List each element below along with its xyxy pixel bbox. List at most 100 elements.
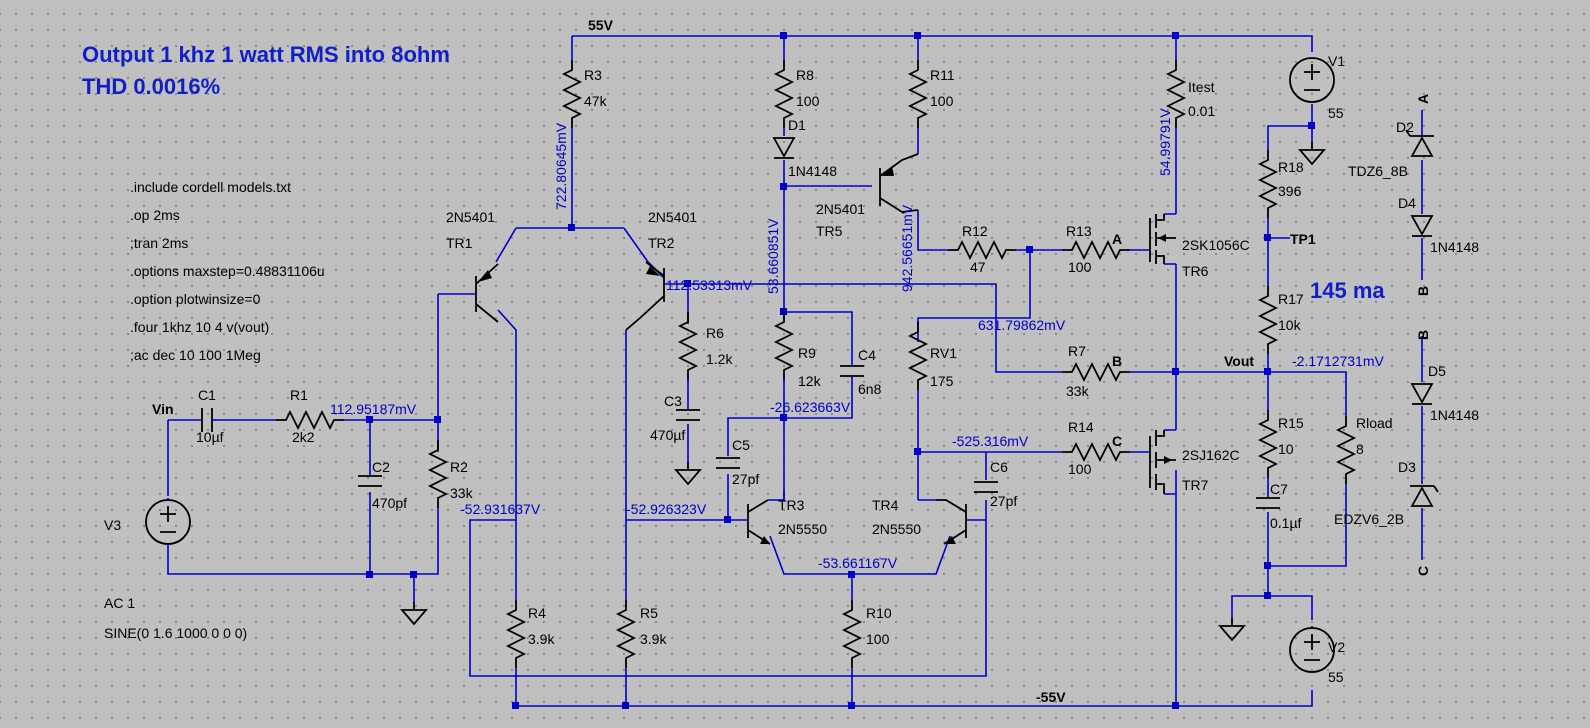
directive-line: .options maxstep=0.48831106u [130, 263, 325, 279]
transistor-tr2[interactable] [625, 261, 665, 331]
resistor-r12[interactable] [947, 241, 1017, 259]
capacitor-c1[interactable] [201, 408, 218, 432]
r14-ref: R14 [1068, 419, 1094, 435]
directive-line: .include cordell models.txt [130, 179, 291, 195]
r6-ref: R6 [706, 325, 724, 341]
resistor-r10[interactable] [843, 599, 861, 669]
d1-value: 1N4148 [788, 163, 837, 179]
diode-d5[interactable] [1410, 383, 1434, 405]
tr1-value: 2N5401 [446, 209, 495, 225]
r18-value: 396 [1278, 183, 1302, 199]
resistor-r2[interactable] [429, 439, 447, 509]
zener-d2[interactable] [1405, 129, 1434, 157]
resistor-r11[interactable] [909, 59, 927, 129]
source-ac-param: AC 1 [104, 595, 135, 611]
capacitor-c2[interactable] [358, 475, 382, 487]
ground-symbol-v2 [1219, 617, 1245, 641]
net-label-d5-b: B [1415, 330, 1431, 340]
d2-ref: D2 [1396, 119, 1414, 135]
r10-value: 100 [866, 631, 890, 647]
resistor-r17[interactable] [1259, 285, 1277, 355]
tr4-value: 2N5550 [872, 521, 921, 537]
r5-value: 3.9k [640, 631, 667, 647]
r4-value: 3.9k [528, 631, 555, 647]
transistor-tr5[interactable] [879, 153, 919, 213]
tr2-ref: TR2 [648, 235, 675, 251]
net-label-c: C [1112, 433, 1122, 449]
c5-value: 27pf [732, 471, 759, 487]
r7-value: 33k [1066, 383, 1090, 399]
resistor-r6[interactable] [679, 311, 697, 381]
zener-d3[interactable] [1410, 485, 1439, 507]
wiring [167, 35, 1423, 707]
d5-value: 1N4148 [1430, 407, 1479, 423]
mosfet-tr7[interactable] [1149, 430, 1176, 494]
r1-value: 2k2 [292, 429, 315, 445]
resistor-rload[interactable] [1337, 415, 1355, 485]
resistor-r9[interactable] [775, 311, 793, 381]
op-value-feedback: 631.79862mV [978, 317, 1066, 333]
rload-ref: Rload [1356, 415, 1393, 431]
v2-ref: V2 [1328, 639, 1345, 655]
r13-value: 100 [1068, 259, 1092, 275]
r14-value: 100 [1068, 461, 1092, 477]
resistor-r3[interactable] [563, 59, 581, 129]
diode-d4[interactable] [1410, 215, 1434, 237]
mosfet-tr6[interactable] [1149, 214, 1176, 264]
tr3-value: 2N5550 [778, 521, 827, 537]
r15-value: 10 [1278, 441, 1294, 457]
op-value-tr1-emitter: -52.931637V [460, 501, 541, 517]
d4-value: 1N4148 [1430, 239, 1479, 255]
bias-current-annotation: 145 ma [1310, 278, 1385, 303]
capacitor-c3[interactable] [676, 409, 700, 421]
c6-value: 27pf [990, 493, 1017, 509]
c1-value: 10µf [196, 429, 224, 445]
resistor-rv1[interactable] [909, 321, 927, 391]
capacitor-c4[interactable] [840, 342, 864, 390]
tr6-value: 2SK1056C [1182, 237, 1250, 253]
net-label-d3-c: C [1415, 566, 1431, 576]
resistor-r5[interactable] [617, 599, 635, 669]
diode-d1[interactable] [772, 137, 796, 159]
transistor-tr1[interactable] [475, 263, 499, 323]
net-label-d2-a: A [1415, 94, 1431, 104]
directive-line: .four 1khz 10 4 v(vout) [130, 319, 269, 335]
d3-value: EDZV6_2B [1334, 511, 1404, 527]
op-value-tr2-base: 112.53313mV [666, 277, 753, 293]
rload-value: 8 [1356, 441, 1364, 457]
net-label-vin: Vin [152, 401, 174, 417]
v3-ref: V3 [104, 517, 121, 533]
resistor-r15[interactable] [1259, 409, 1277, 479]
transistor-tr4[interactable] [936, 499, 967, 545]
voltage-source-v3[interactable] [145, 499, 191, 545]
resistor-r18[interactable] [1259, 149, 1277, 219]
r1-ref: R1 [290, 387, 308, 403]
d1-ref: D1 [788, 117, 806, 133]
r17-value: 10k [1278, 317, 1302, 333]
r6-value: 1.2k [706, 351, 733, 367]
r12-value: 47 [970, 259, 986, 275]
c3-ref: C3 [664, 393, 682, 409]
op-value-itest: 54.99791V [1157, 108, 1173, 176]
tr6-ref: TR6 [1182, 263, 1209, 279]
resistor-r4[interactable] [507, 599, 525, 669]
capacitor-c7[interactable] [1256, 497, 1280, 509]
tr7-ref: TR7 [1182, 477, 1209, 493]
c4-value: 6n8 [858, 381, 882, 397]
op-value-vout: -2.1712731mV [1292, 353, 1385, 369]
rv1-ref: RV1 [930, 345, 957, 361]
capacitor-c6[interactable] [974, 481, 998, 493]
title-line-1: Output 1 khz 1 watt RMS into 8ohm [82, 42, 450, 67]
op-value-r3-node: 722.80645mV [553, 122, 569, 210]
transistor-tr3[interactable] [747, 499, 771, 545]
r4-ref: R4 [528, 605, 546, 621]
r10-ref: R10 [866, 605, 892, 621]
c1-ref: C1 [198, 387, 216, 403]
op-value-tail: -53.661167V [818, 555, 898, 571]
net-label-vout: Vout [1224, 353, 1254, 369]
capacitor-c5[interactable] [716, 457, 740, 469]
r3-ref: R3 [584, 67, 602, 83]
rv1-value: 175 [930, 373, 954, 389]
r9-ref: R9 [798, 345, 816, 361]
itest-value: 0.01 [1188, 103, 1215, 119]
